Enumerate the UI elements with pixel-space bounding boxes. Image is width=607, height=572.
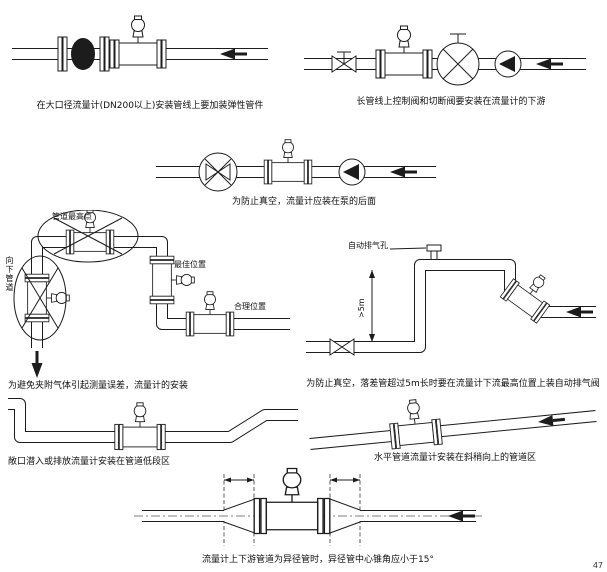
- flange-pair: [99, 36, 110, 72]
- figure-gas-positions: 管道最高点 向下管道 最佳位置 合理位置 为避免夹附气体引起测量误差，流量计的安…: [2, 210, 296, 394]
- flow-meter-icon: [387, 397, 443, 450]
- caption: 在大口径流量计(DN200以上)安装管线上要加装弹性管件: [36, 101, 264, 111]
- flow-meter-icon: [253, 467, 331, 535]
- diagram-sloped-pipe: [307, 397, 599, 450]
- auto-vent-icon: [389, 244, 442, 260]
- figure-valves-downstream: 长管线上控制阀和切断阀要安装在流量计的下游: [298, 20, 604, 112]
- figure-sloped-pipe: 水平管道流量计安装在斜稍向上的管道区: [304, 394, 606, 468]
- pump-icon: [338, 158, 366, 186]
- flow-meter-icon: [263, 139, 313, 185]
- caption: 长管线上控制阀和切断阀要安装在流量计的下游: [356, 97, 546, 107]
- flow-meter-icon: [114, 402, 166, 451]
- flow-meter-icon: [24, 273, 70, 323]
- diagram-elastic-fitting: [10, 15, 270, 72]
- diagram-low-section: [6, 398, 300, 451]
- label-best-position: 最佳位置: [174, 260, 206, 269]
- diagram-gas-positions: [13, 210, 292, 378]
- label-reasonable-position: 合理位置: [234, 302, 266, 311]
- figure-reducers: 流量计上下游管道为异径管时，异径管中心锥角应小于15°: [126, 466, 510, 570]
- label-pipe-highest-point: 管道最高点: [52, 212, 92, 221]
- prohibition-ellipse: [13, 255, 67, 341]
- caption: 为避免夹附气体引起测量误差，流量计的安装: [8, 381, 189, 391]
- label-downward-pipe: 向下管道: [5, 256, 14, 292]
- pipe: [304, 259, 598, 353]
- figure-elastic-fitting: 在大口径流量计(DN200以上)安装管线上要加装弹性管件: [6, 6, 294, 116]
- diagram-reducers: [134, 467, 482, 546]
- reducer-cone: [329, 498, 361, 534]
- caption: 水平管道流量计安装在斜稍向上的管道区: [373, 453, 536, 463]
- height-dimension: >5m: [357, 270, 375, 342]
- down-flow-arrow-icon: [31, 351, 43, 378]
- prohibited-valve-icon: [198, 152, 238, 192]
- diagram-auto-vent: >5m: [304, 244, 598, 356]
- caption: 为防止真空，流量计应装在泵的后面: [231, 197, 376, 207]
- caption: 流量计上下游管道为异径管时，异径管中心锥角应小于15°: [202, 555, 434, 565]
- shutoff-valve-icon: [436, 33, 480, 86]
- flange-pair: [57, 36, 68, 72]
- cone-length-dimension: [330, 477, 360, 483]
- label-dimension: >5m: [357, 298, 366, 318]
- page-number: 47: [592, 561, 603, 570]
- figure-auto-vent: >5m 自动排气孔 为防止真空，落差管超过5m长时要在流量计下流最高位置上装自动…: [300, 238, 606, 392]
- diagram-meter-behind-pump: [154, 139, 438, 192]
- cone-length-dimension: [224, 477, 254, 483]
- figure-meter-behind-pump: 为防止真空，流量计应装在泵的后面: [148, 138, 460, 210]
- prohibition-ellipse: [37, 210, 139, 263]
- reducer-cone: [223, 498, 256, 534]
- pump-icon: [494, 50, 522, 78]
- caption: 为防止真空，落差管超过5m长时要在流量计下流最高位置上装自动排气阀: [306, 379, 600, 389]
- flow-meter-icon: [109, 15, 167, 69]
- figure-low-section: 敞口潜入或排放流量计安装在管道低段区: [2, 394, 306, 472]
- diagram-valves-downstream: [302, 25, 588, 86]
- caption: 敞口潜入或排放流量计安装在管道低段区: [8, 457, 171, 467]
- label-auto-vent: 自动排气孔: [348, 241, 388, 250]
- flow-meter-icon: [185, 291, 235, 337]
- flow-meter-icon: [375, 25, 433, 79]
- elastic-fitting-icon: [71, 38, 95, 70]
